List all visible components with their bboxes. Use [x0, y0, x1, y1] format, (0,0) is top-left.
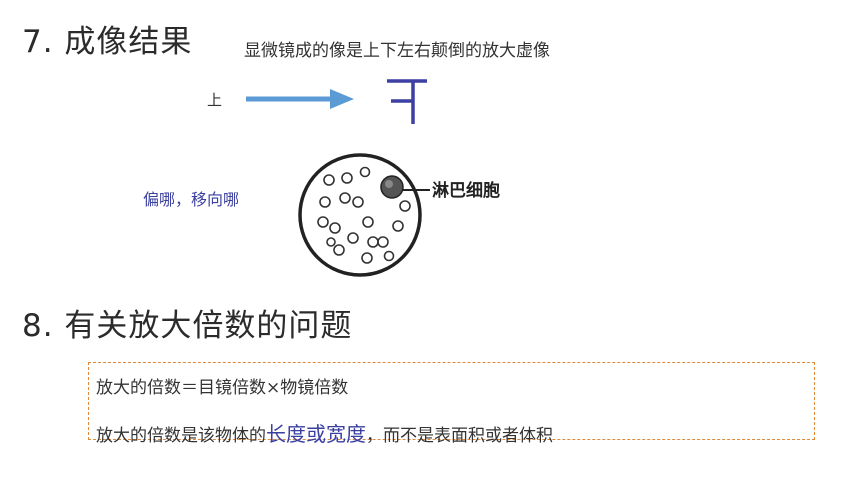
- section7-summary: 显微镜成的像是上下左右颠倒的放大虚像: [244, 41, 550, 61]
- formula-box: [88, 362, 815, 440]
- note-prefix: 放大的倍数是该物体的: [96, 426, 266, 446]
- inverted-letter-glyph: [387, 79, 427, 124]
- right-arrow-icon: [246, 89, 354, 109]
- magnification-note: 放大的倍数是该物体的长度或宽度，而不是表面积或者体积: [96, 418, 553, 447]
- microscope-field-figure: 淋巴细胞: [298, 153, 500, 277]
- lymphocyte-icon: [380, 175, 404, 199]
- section8-title: 8. 有关放大倍数的问题: [22, 308, 353, 344]
- note-suffix: ，而不是表面积或者体积: [366, 426, 553, 446]
- cell-label: 淋巴细胞: [432, 180, 500, 201]
- move-rule-text: 偏哪，移向哪: [143, 190, 240, 209]
- section7-title: 7. 成像结果: [22, 24, 193, 60]
- field-of-view: [298, 153, 422, 277]
- small-cells: [317, 166, 411, 264]
- magnification-formula: 放大的倍数＝目镜倍数×物镜倍数: [96, 378, 349, 398]
- note-highlight: 长度或宽度: [266, 422, 366, 446]
- up-label: 上: [207, 91, 223, 109]
